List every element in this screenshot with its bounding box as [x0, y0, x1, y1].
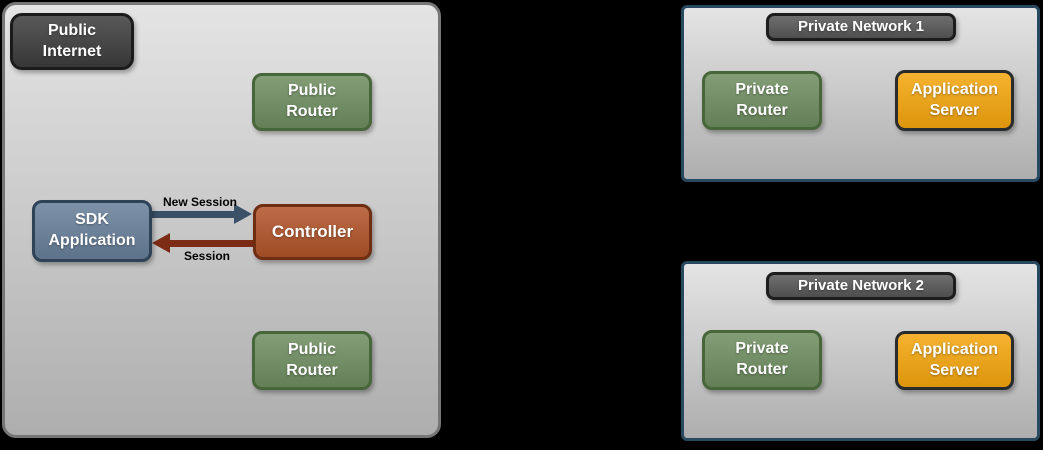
- node-sdk-application: SDK Application: [32, 200, 152, 262]
- private-network-2-title: Private Network 2: [766, 272, 956, 300]
- node-private-router-2: Private Router: [702, 330, 822, 390]
- session-arrow-shaft: [169, 240, 253, 247]
- node-controller: Controller: [253, 204, 372, 260]
- node-public-router-bottom: Public Router: [252, 331, 372, 390]
- new-session-arrow-label: New Session: [162, 195, 238, 209]
- private-network-1-title: Private Network 1: [766, 13, 956, 41]
- session-arrowhead-icon: [152, 233, 170, 253]
- new-session-arrow-shaft: [151, 211, 236, 218]
- node-application-server-2: Application Server: [895, 331, 1014, 390]
- public-internet-label: Public Internet: [10, 13, 134, 70]
- node-application-server-1: Application Server: [895, 70, 1014, 131]
- node-private-router-1: Private Router: [702, 71, 822, 130]
- new-session-arrowhead-icon: [234, 204, 252, 224]
- node-public-router-top: Public Router: [252, 73, 372, 131]
- session-arrow-label: Session: [183, 249, 231, 263]
